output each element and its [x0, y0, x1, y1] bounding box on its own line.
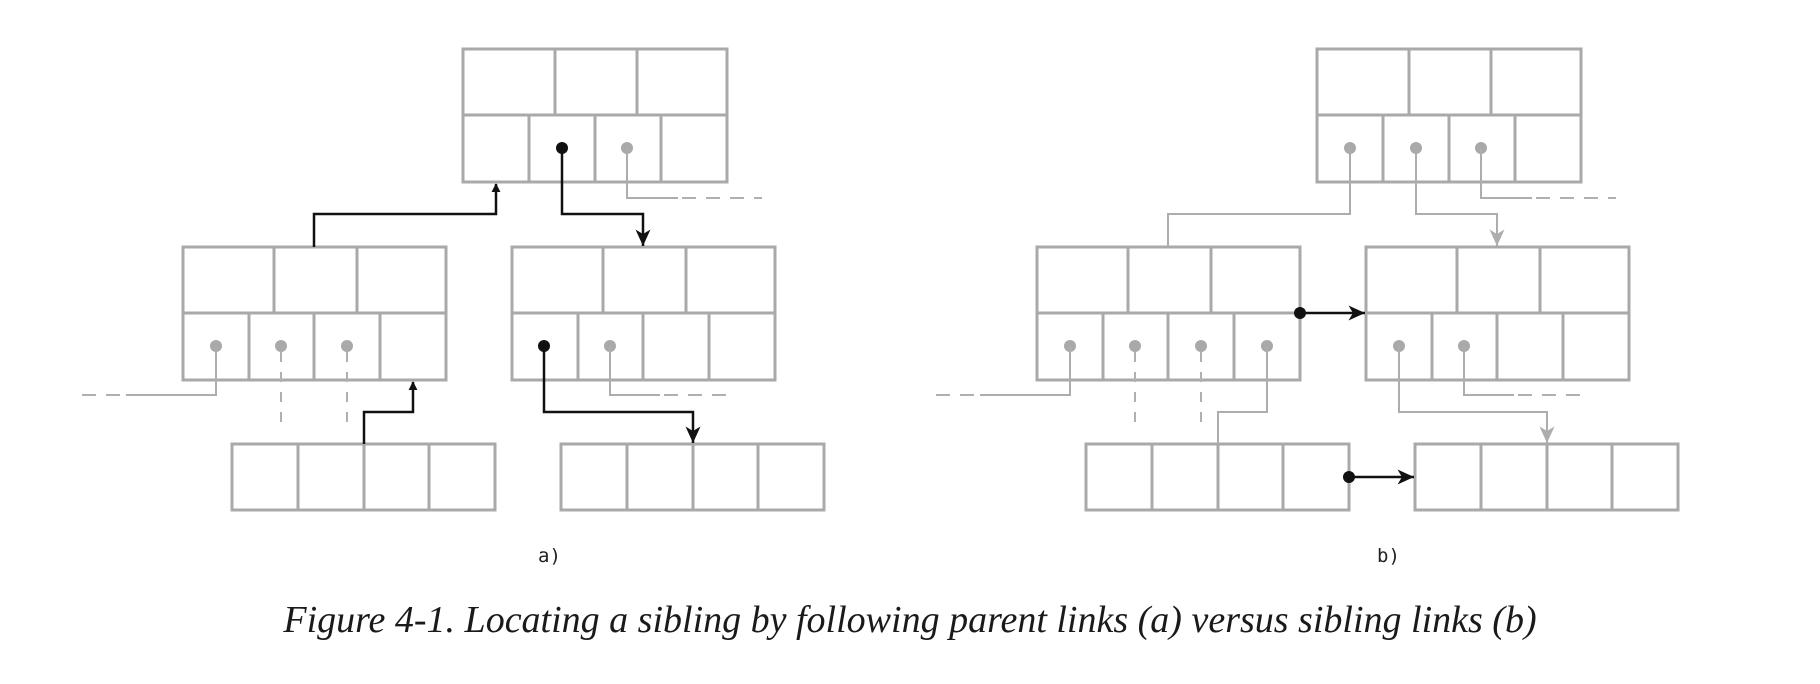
- panel-a: a): [82, 47, 826, 567]
- right-leaf-node: [1413, 442, 1680, 512]
- left-internal-node: [1035, 245, 1302, 382]
- panel-a-gray-pointers: [82, 142, 762, 430]
- panel-a-label: a): [538, 545, 561, 567]
- left-leaf-node: [230, 442, 497, 512]
- panel-b-sibling-links: [1294, 305, 1414, 485]
- panel-b-gray-pointers: [936, 142, 1616, 444]
- panel-b: b): [936, 47, 1680, 567]
- right-internal-node: [1364, 245, 1631, 382]
- left-leaf-node: [1084, 442, 1351, 512]
- root-node: [1315, 47, 1583, 184]
- left-internal-node: [181, 245, 448, 382]
- root-node: [461, 47, 729, 184]
- panel-b-label: b): [1377, 545, 1400, 567]
- right-internal-node: [510, 245, 777, 382]
- figure-diagram: a): [82, 47, 1680, 567]
- panel-a-parent-link-path: [312, 142, 701, 444]
- right-leaf-node: [559, 442, 826, 512]
- figure-caption: Figure 4-1. Locating a sibling by follow…: [283, 599, 1537, 641]
